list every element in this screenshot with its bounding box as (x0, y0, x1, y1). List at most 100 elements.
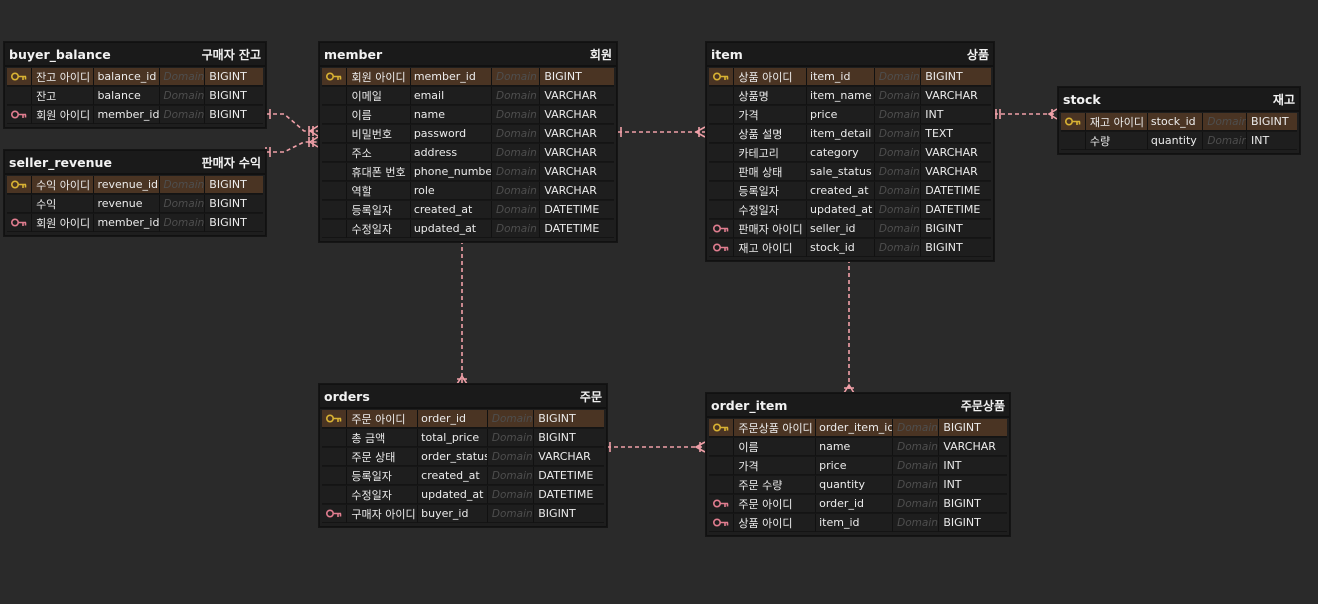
column-domain: Domain (492, 182, 541, 200)
column-domain: Domain (874, 106, 922, 124)
column-logical-name: 잔고 (32, 87, 95, 105)
key-slot (7, 87, 33, 105)
key-slot (709, 106, 735, 124)
column-domain: Domain (874, 87, 922, 105)
column-logical-name: 수량 (1085, 132, 1148, 150)
table-name: order_item (711, 397, 788, 413)
column-physical-name: category (807, 144, 875, 162)
column-physical-name: total_price (418, 429, 488, 447)
key-slot (709, 182, 735, 200)
column-logical-name: 등록일자 (347, 467, 419, 485)
column-physical-name: member_id (94, 106, 160, 124)
column-data-type: VARCHAR (540, 144, 614, 162)
column-data-type: TEXT (921, 125, 991, 143)
column-domain: Domain (487, 505, 535, 523)
column-logical-name: 가격 (734, 106, 808, 124)
column-data-type: INT (939, 476, 1007, 494)
column-physical-name: phone_number (410, 163, 493, 181)
column-physical-name: order_status (418, 448, 488, 466)
key-slot (322, 106, 348, 124)
column-data-type: VARCHAR (540, 182, 614, 200)
table-name: buyer_balance (9, 46, 111, 62)
column-physical-name: revenue_id (94, 176, 160, 194)
column-physical-name: order_id (816, 495, 894, 513)
column-domain: Domain (492, 106, 541, 124)
column-data-type: VARCHAR (939, 438, 1007, 456)
column-logical-name: 수정일자 (734, 201, 808, 219)
column-domain: Domain (492, 144, 541, 162)
column-data-type: VARCHAR (540, 125, 614, 143)
column-data-type: BIGINT (921, 68, 991, 86)
key-slot (709, 144, 735, 162)
column-logical-name: 수익 아이디 (32, 176, 95, 194)
column-logical-name: 수정일자 (347, 220, 411, 238)
column-physical-name: revenue (94, 195, 160, 213)
column-data-type: BIGINT (939, 514, 1007, 532)
primary-key-icon (709, 68, 735, 86)
column-domain: Domain (487, 429, 535, 447)
column-logical-name: 회원 아이디 (347, 68, 411, 86)
column-physical-name: item_detail (807, 125, 875, 143)
column-logical-name: 이름 (734, 438, 817, 456)
column-domain: Domain (893, 514, 940, 532)
column-physical-name: updated_at (410, 220, 493, 238)
column-physical-name: balance_id (94, 68, 160, 86)
